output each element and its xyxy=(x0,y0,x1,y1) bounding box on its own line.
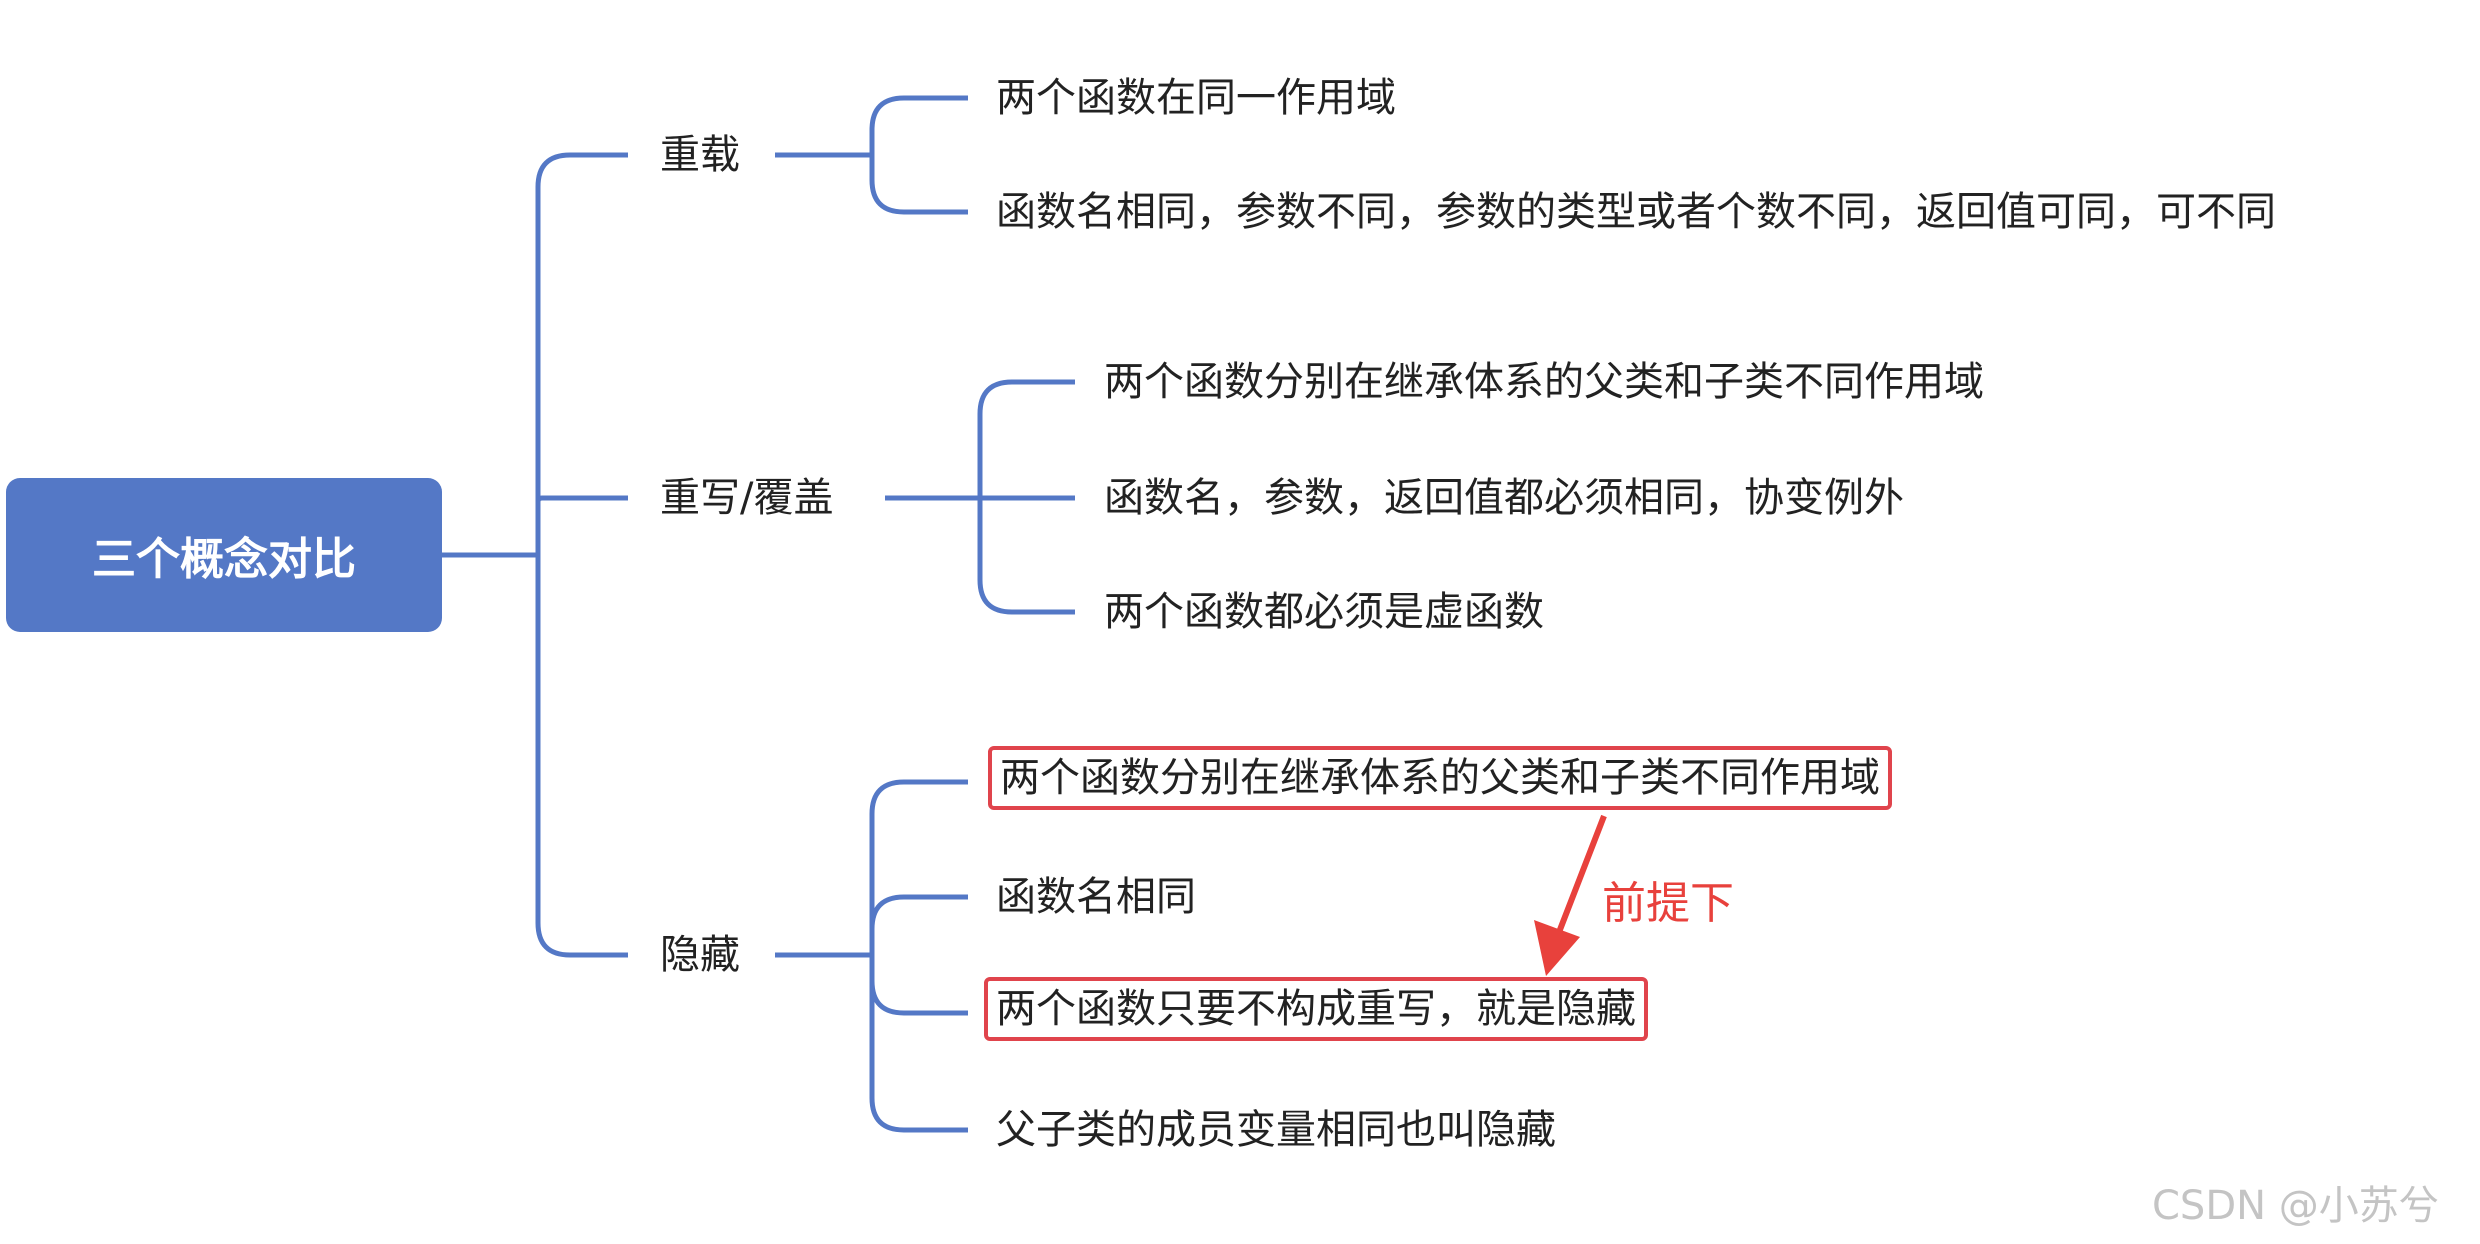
override-item-3[interactable]: 两个函数都必须是虚函数 xyxy=(1104,589,1544,635)
connector-branch-3-item-3 xyxy=(869,980,968,1016)
branch-label-overload[interactable]: 重载 xyxy=(660,132,740,178)
override-item-2[interactable]: 函数名，参数，返回值都必须相同，协变例外 xyxy=(1104,475,1904,521)
annotation-arrow-line xyxy=(1553,814,1607,942)
root-node-label: 三个概念对比 xyxy=(92,534,356,585)
overload-item-1[interactable]: 两个函数在同一作用域 xyxy=(996,75,1396,121)
connector-to-branch-2 xyxy=(535,495,628,503)
watermark: CSDN @小苏兮 xyxy=(2152,1183,2439,1229)
connector-trunk xyxy=(535,152,628,958)
hiding-item-4[interactable]: 父子类的成员变量相同也叫隐藏 xyxy=(996,1107,1556,1153)
hiding-item-3-highlighted[interactable]: 两个函数只要不构成重写，就是隐藏 xyxy=(984,977,1648,1041)
connector-branch-1-bracket xyxy=(869,95,968,215)
annotation-arrowhead xyxy=(1534,920,1580,976)
branch-label-hiding[interactable]: 隐藏 xyxy=(660,932,740,978)
connector-branch-3-bracket xyxy=(869,779,968,1133)
root-node[interactable]: 三个概念对比 xyxy=(6,478,442,632)
annotation-label: 前提下 xyxy=(1602,878,1734,929)
branch-label-override[interactable]: 重写/覆盖 xyxy=(660,475,834,521)
connector-branch-3-item-2 xyxy=(869,894,968,930)
hiding-item-2[interactable]: 函数名相同 xyxy=(996,874,1196,920)
overload-item-2[interactable]: 函数名相同，参数不同，参数的类型或者个数不同，返回值可同，可不同 xyxy=(996,189,2276,235)
override-item-1[interactable]: 两个函数分别在继承体系的父类和子类不同作用域 xyxy=(1104,359,1984,405)
hiding-item-1-highlighted[interactable]: 两个函数分别在继承体系的父类和子类不同作用域 xyxy=(988,746,1892,810)
